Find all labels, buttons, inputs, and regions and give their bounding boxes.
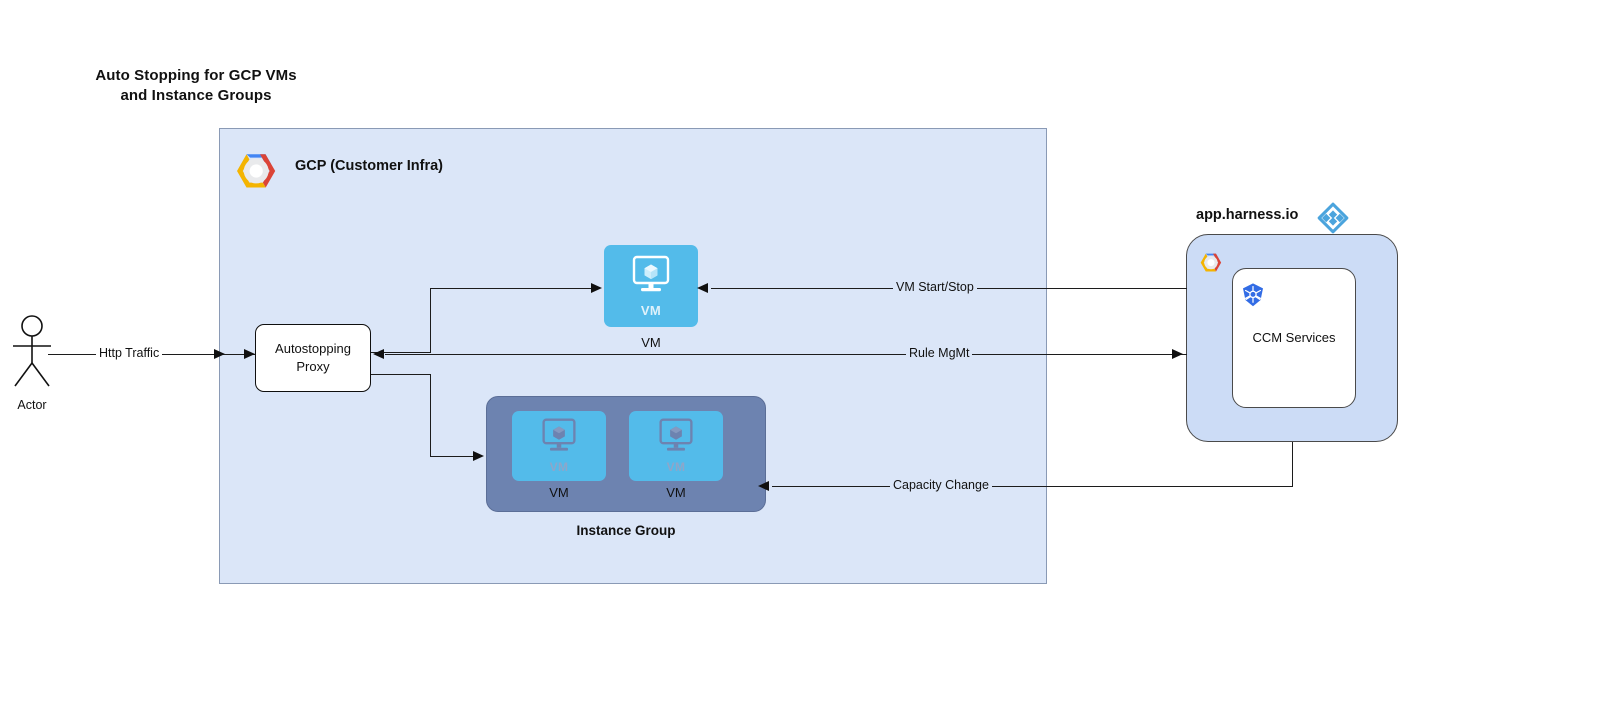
edge-http-traffic-arrowhead-boundary bbox=[214, 348, 225, 359]
instance-group-vm-1[interactable]: VM bbox=[512, 411, 606, 481]
vm-standalone-inner-label: VM bbox=[640, 303, 662, 318]
edge-proxy-to-group-seg2 bbox=[430, 374, 431, 457]
edge-capacity-change-seg1 bbox=[1292, 442, 1293, 487]
vm-monitor-icon bbox=[655, 417, 697, 460]
edge-label-rule-mgmt: Rule MgMt bbox=[906, 346, 973, 360]
edge-http-traffic-arrowhead bbox=[244, 348, 255, 359]
instance-group-node[interactable]: VM VM VM VM bbox=[486, 396, 766, 512]
instance-group-caption: Instance Group bbox=[576, 523, 676, 538]
instance-group-vm-1-caption: VM bbox=[549, 485, 569, 500]
vm-standalone-node[interactable]: VM bbox=[604, 245, 698, 327]
gcp-region-label: GCP (Customer Infra) bbox=[295, 158, 443, 174]
gcp-logo-icon bbox=[232, 140, 288, 196]
edge-label-http-traffic: Http Traffic bbox=[96, 346, 163, 360]
page-title: Auto Stopping for GCP VMs and Instance G… bbox=[46, 66, 346, 106]
vm-standalone-caption: VM bbox=[641, 335, 661, 350]
autostopping-proxy-node[interactable]: Autostopping Proxy bbox=[255, 324, 371, 392]
actor-label: Actor bbox=[17, 398, 47, 412]
instance-group-vm-1-inner-label: VM bbox=[549, 460, 569, 474]
edge-rule-mgmt-arrowhead-harness bbox=[1172, 348, 1183, 359]
kubernetes-icon bbox=[1240, 282, 1266, 308]
edge-rule-mgmt-arrowhead-proxy bbox=[373, 348, 384, 359]
gcp-logo-icon bbox=[1198, 246, 1228, 276]
vm-monitor-icon bbox=[538, 417, 580, 460]
autostopping-proxy-label-line-1: Autostopping bbox=[275, 341, 351, 356]
edge-capacity-change-seg2 bbox=[772, 486, 1293, 487]
instance-group-vm-2-caption: VM bbox=[666, 485, 686, 500]
edge-capacity-change-arrowhead bbox=[758, 480, 769, 491]
page-title-line-2: and Instance Groups bbox=[120, 87, 272, 104]
actor-stick-figure-icon bbox=[8, 315, 56, 387]
edge-vm-start-stop-arrowhead bbox=[697, 282, 708, 293]
instance-group-vm-2-inner-label: VM bbox=[666, 460, 686, 474]
edge-proxy-to-group-seg3 bbox=[430, 456, 476, 457]
edge-proxy-to-group-arrowhead bbox=[473, 450, 484, 461]
ccm-services-label: CCM Services bbox=[1252, 330, 1336, 345]
harness-label: app.harness.io bbox=[1196, 207, 1299, 223]
vm-monitor-icon bbox=[628, 254, 674, 301]
edge-proxy-to-vm-seg1 bbox=[371, 352, 431, 353]
edge-rule-mgmt-line bbox=[385, 354, 1187, 355]
edge-proxy-to-vm-arrowhead bbox=[591, 282, 602, 293]
edge-proxy-to-vm-seg2 bbox=[430, 288, 431, 353]
edge-proxy-to-group-seg1 bbox=[371, 374, 431, 375]
harness-logo-icon bbox=[1317, 202, 1349, 234]
edge-label-vm-start-stop: VM Start/Stop bbox=[893, 280, 977, 294]
page-title-line-1: Auto Stopping for GCP VMs bbox=[95, 67, 297, 84]
edge-proxy-to-vm-seg3 bbox=[430, 288, 592, 289]
edge-label-capacity-change: Capacity Change bbox=[890, 478, 992, 492]
autostopping-proxy-label: Autostopping Proxy bbox=[275, 340, 351, 376]
autostopping-proxy-label-line-2: Proxy bbox=[296, 359, 330, 374]
instance-group-vm-2[interactable]: VM bbox=[629, 411, 723, 481]
